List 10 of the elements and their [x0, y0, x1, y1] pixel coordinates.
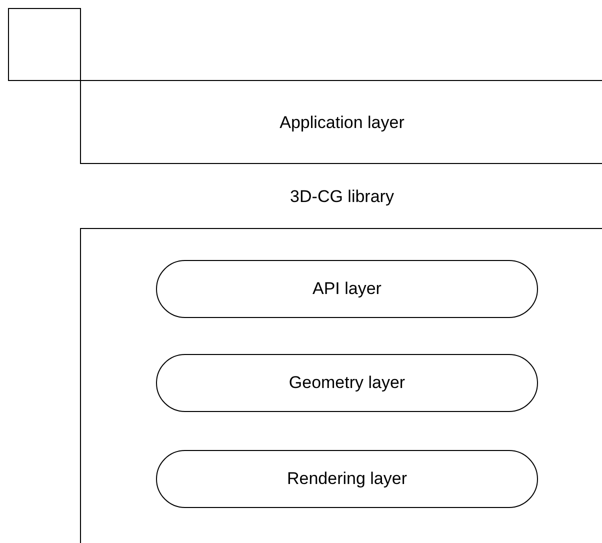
layer-band [80, 80, 602, 164]
empty-square [8, 8, 81, 81]
layer-pill [156, 260, 538, 318]
band-label: Application layer [280, 113, 404, 133]
layer-pill [156, 354, 538, 412]
pill-label: Rendering layer [286, 469, 407, 489]
pill-label: API layer [312, 279, 382, 299]
layer-pill [156, 450, 538, 508]
pill-label: Geometry layer [288, 373, 406, 393]
panel-heading: 3D-CG library [290, 187, 394, 207]
